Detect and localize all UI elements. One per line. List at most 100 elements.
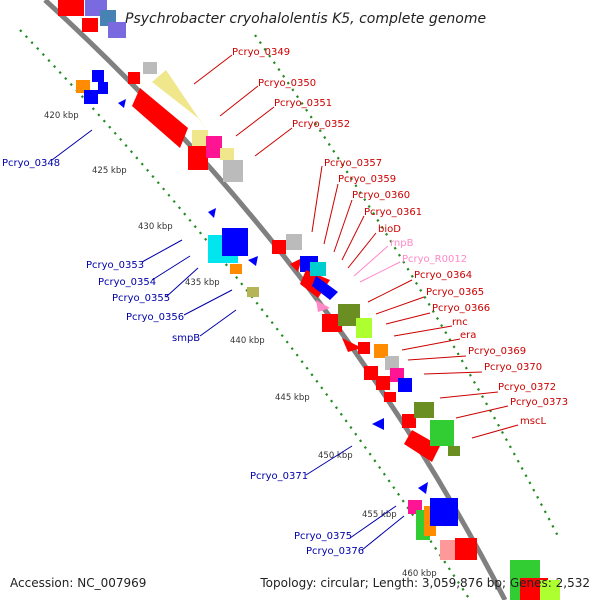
gene-label: Pcryo_0356 bbox=[126, 312, 184, 323]
gene-labels-reverse: Pcryo_0348 Pcryo_0353 Pcryo_0354 Pcryo_0… bbox=[2, 158, 364, 557]
gene-label: rnc bbox=[452, 317, 468, 328]
gene-label: Pcryo_0357 bbox=[324, 158, 382, 169]
gene-feature bbox=[84, 90, 98, 104]
gene-label: Pcryo_0355 bbox=[112, 293, 170, 304]
gene-feature bbox=[385, 356, 399, 370]
gene-feature bbox=[286, 234, 302, 250]
outer-tick-track bbox=[19, 29, 471, 600]
leader-lines-rna bbox=[353, 245, 401, 283]
gene-label: Pcryo_0353 bbox=[86, 260, 144, 271]
gene-label: Pcryo_0354 bbox=[98, 277, 156, 288]
gene-label: Pcryo_0370 bbox=[484, 362, 542, 373]
gene-feature bbox=[92, 70, 104, 82]
gene-arrow bbox=[316, 300, 330, 312]
genes-forward-strand bbox=[128, 62, 560, 600]
gene-feature bbox=[338, 304, 360, 326]
gene-feature bbox=[358, 342, 370, 354]
gene-label: Pcryo_0376 bbox=[306, 546, 364, 557]
gene-label-rna: Pcryo_R0012 bbox=[402, 254, 467, 265]
tick-label: 455 kbp bbox=[362, 510, 397, 520]
gene-label: Pcryo_0373 bbox=[510, 397, 568, 408]
gene-label: Pcryo_0348 bbox=[2, 158, 60, 169]
gene-arrow bbox=[132, 88, 188, 148]
gene-feature bbox=[376, 376, 390, 390]
gene-arrow bbox=[418, 482, 428, 494]
gene-label: Pcryo_0364 bbox=[414, 270, 472, 281]
inner-tick-track bbox=[254, 34, 561, 541]
gene-label: Pcryo_0372 bbox=[498, 382, 556, 393]
accession-text: Accession: NC_007969 bbox=[10, 576, 146, 590]
gene-label: Pcryo_0366 bbox=[432, 303, 490, 314]
tick-label: 420 kbp bbox=[44, 111, 79, 121]
gene-feature bbox=[414, 402, 434, 418]
gene-feature bbox=[402, 414, 416, 428]
gene-label: Pcryo_0349 bbox=[232, 47, 290, 58]
tick-label: 460 kbp bbox=[402, 569, 437, 579]
gene-feature bbox=[398, 378, 412, 392]
gene-arrow bbox=[372, 418, 384, 430]
gene-feature bbox=[230, 264, 242, 274]
gene-feature bbox=[223, 160, 243, 182]
gene-label: Pcryo_0365 bbox=[426, 287, 484, 298]
gene-feature bbox=[98, 82, 108, 94]
gene-feature bbox=[206, 136, 222, 158]
gene-label: Pcryo_0350 bbox=[258, 78, 316, 89]
leader-lines-forward bbox=[193, 54, 519, 439]
gene-feature bbox=[143, 62, 157, 74]
gene-label-rna: rnpB bbox=[390, 238, 414, 249]
tick-tracks bbox=[19, 29, 561, 600]
tick-label: 445 kbp bbox=[275, 393, 310, 403]
gene-feature bbox=[272, 240, 286, 254]
gene-label: era bbox=[460, 330, 476, 341]
gene-label: Pcryo_0369 bbox=[468, 346, 526, 357]
gene-arrow bbox=[404, 430, 440, 462]
gene-label: smpB bbox=[172, 333, 200, 344]
topology-text: Topology: circular; Length: 3,059,876 bp… bbox=[259, 576, 590, 590]
gene-label: Pcryo_0352 bbox=[292, 119, 350, 130]
gene-arrow bbox=[312, 276, 338, 300]
gene-feature bbox=[322, 314, 342, 332]
gene-feature bbox=[58, 0, 84, 16]
gene-label: Pcryo_0375 bbox=[294, 531, 352, 542]
tick-label: 425 kbp bbox=[92, 166, 127, 176]
gene-feature bbox=[356, 318, 372, 338]
tick-label: 430 kbp bbox=[138, 222, 173, 232]
gene-arrow bbox=[208, 208, 216, 218]
gene-feature bbox=[310, 262, 326, 276]
gene-arrow bbox=[118, 99, 126, 108]
tick-label: 435 kbp bbox=[185, 278, 220, 288]
gene-feature bbox=[430, 420, 454, 446]
gene-feature bbox=[82, 18, 98, 32]
gene-feature bbox=[364, 366, 378, 380]
gene-feature bbox=[247, 287, 259, 297]
gene-feature bbox=[540, 580, 560, 600]
tick-label: 440 kbp bbox=[230, 336, 265, 346]
map-title: Psychrobacter cryohalolentis K5, complet… bbox=[125, 11, 486, 27]
gene-label: bioD bbox=[378, 224, 401, 235]
gene-feature bbox=[222, 228, 248, 256]
gene-label: Pcryo_0360 bbox=[352, 190, 410, 201]
gene-label: Pcryo_0359 bbox=[338, 174, 396, 185]
gene-feature bbox=[192, 130, 208, 148]
gene-feature bbox=[108, 22, 126, 38]
gene-label: Pcryo_0361 bbox=[364, 207, 422, 218]
gene-label: mscL bbox=[520, 416, 546, 427]
gene-feature bbox=[128, 72, 140, 84]
gene-labels-forward: Pcryo_0349 Pcryo_0350 Pcryo_0351 Pcryo_0… bbox=[232, 47, 568, 427]
gene-arrow bbox=[342, 338, 362, 352]
gene-feature bbox=[430, 498, 458, 526]
gene-feature bbox=[455, 538, 477, 560]
gene-feature bbox=[188, 146, 208, 170]
gene-feature bbox=[76, 80, 90, 93]
genes-reverse-strand bbox=[58, 0, 477, 560]
gene-arrow bbox=[290, 258, 302, 272]
gene-arrow bbox=[248, 256, 258, 266]
leader-lines-reverse bbox=[51, 129, 405, 551]
gene-label: Pcryo_0371 bbox=[250, 471, 308, 482]
gene-label: Pcryo_0351 bbox=[274, 98, 332, 109]
gene-feature bbox=[448, 446, 460, 456]
gene-feature bbox=[374, 344, 388, 358]
gene-feature bbox=[220, 148, 234, 160]
gene-feature bbox=[384, 392, 396, 402]
